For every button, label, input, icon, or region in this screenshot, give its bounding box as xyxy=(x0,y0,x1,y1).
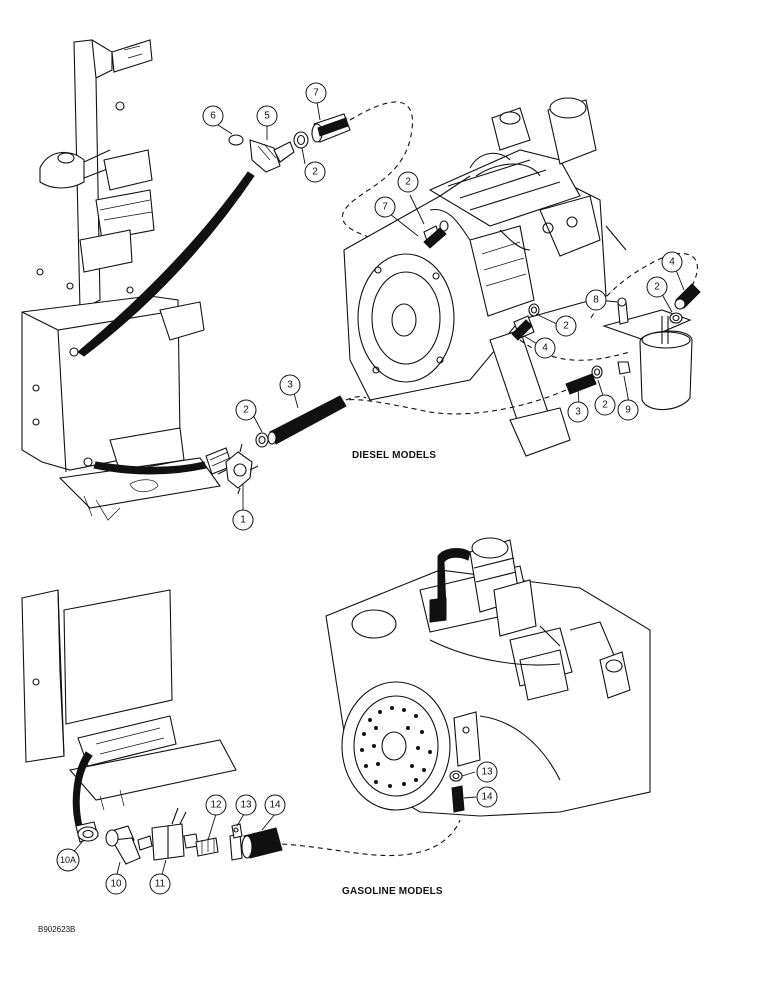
fuel-hose-14-engine xyxy=(451,785,465,813)
hose-clamp-2-filter xyxy=(669,312,683,324)
svg-text:8: 8 xyxy=(593,295,599,306)
svg-text:2: 2 xyxy=(312,167,318,178)
callout-7-upper: 7 xyxy=(305,82,327,104)
callout-8: 8 xyxy=(585,289,607,311)
fuel-hose-3-lower xyxy=(267,395,347,445)
fuel-hose-7-engine xyxy=(423,227,447,249)
diesel-engine-drawing xyxy=(343,97,627,457)
callout-14-lower: 14 xyxy=(264,794,286,816)
svg-text:13: 13 xyxy=(481,767,493,778)
fuel-return-line-upper xyxy=(77,171,255,357)
callout-13-engine: 13 xyxy=(476,761,498,783)
svg-text:4: 4 xyxy=(542,343,548,354)
svg-text:7: 7 xyxy=(382,202,388,213)
svg-text:9: 9 xyxy=(625,405,631,416)
svg-text:10: 10 xyxy=(110,879,122,890)
callout-5: 5 xyxy=(256,105,278,127)
callout-13-lower: 13 xyxy=(235,794,257,816)
fuel-hose-4-right xyxy=(674,283,701,310)
hose-clamp-2-upper xyxy=(293,131,309,149)
svg-text:11: 11 xyxy=(155,879,166,890)
callout-10a: 10A xyxy=(56,848,80,872)
svg-text:2: 2 xyxy=(654,282,660,293)
callout-3-right: 3 xyxy=(567,401,589,423)
fuel-hose-14-lower xyxy=(241,827,283,859)
callout-11: 11 xyxy=(149,873,171,895)
callout-2-lower-clamp: 2 xyxy=(235,399,257,421)
svg-text:12: 12 xyxy=(210,800,222,811)
fuel-filter-assembly xyxy=(602,297,693,411)
svg-text:14: 14 xyxy=(269,800,281,811)
svg-text:10A: 10A xyxy=(60,855,76,865)
callout-2-right: 2 xyxy=(594,394,616,416)
callout-4-right: 4 xyxy=(661,251,683,273)
callout-7-engine: 7 xyxy=(374,196,396,218)
flywheel-screen-holes xyxy=(360,706,432,788)
callout-12: 12 xyxy=(205,794,227,816)
hose-clamp-13-lower xyxy=(229,823,243,861)
gasoline-models-label: GASOLINE MODELS xyxy=(342,886,443,897)
callout-2-filter: 2 xyxy=(646,276,668,298)
hose-routing-upper xyxy=(341,101,414,247)
svg-text:2: 2 xyxy=(563,321,569,332)
svg-text:5: 5 xyxy=(264,111,270,122)
callout-1: 1 xyxy=(232,509,254,531)
figure-code: B902623B xyxy=(38,925,75,934)
svg-text:2: 2 xyxy=(602,400,608,411)
fuel-hose-7-upper xyxy=(311,113,351,143)
hose-clamp-2-lower xyxy=(255,432,269,448)
diesel-models-label: DIESEL MODELS xyxy=(352,450,436,461)
svg-text:2: 2 xyxy=(405,177,411,188)
fuel-hose-4-left xyxy=(511,319,533,341)
fitting-10a xyxy=(75,821,99,843)
diesel-frame-tank-drawing xyxy=(21,39,221,521)
svg-text:13: 13 xyxy=(240,800,252,811)
callout-3-lower-hose: 3 xyxy=(279,374,301,396)
svg-text:3: 3 xyxy=(287,380,293,391)
callout-2-upper-clamp: 2 xyxy=(304,161,326,183)
shutoff-valve-1 xyxy=(205,443,259,495)
callout-2-engine: 2 xyxy=(397,171,419,193)
fuel-hose-3-right xyxy=(565,365,603,395)
svg-text:1: 1 xyxy=(240,515,246,526)
callout-9: 9 xyxy=(617,399,639,421)
svg-text:4: 4 xyxy=(669,257,675,268)
callout-4-left: 4 xyxy=(534,337,556,359)
callout-6: 6 xyxy=(202,105,224,127)
svg-text:6: 6 xyxy=(210,111,216,122)
callout-14-engine: 14 xyxy=(476,786,498,808)
elbow-fitting-5 xyxy=(228,134,295,173)
svg-text:14: 14 xyxy=(481,792,493,803)
valve-11 xyxy=(137,807,199,861)
fuel-supply-line-lower xyxy=(93,461,207,475)
callout-10: 10 xyxy=(105,873,127,895)
elbow-fitting-10 xyxy=(105,825,141,865)
hose-clamp-13-engine xyxy=(449,770,463,782)
svg-text:7: 7 xyxy=(313,88,319,99)
callout-2-block: 2 xyxy=(555,315,577,337)
hose-barb-12 xyxy=(195,837,219,857)
gasoline-frame-drawing xyxy=(21,589,237,811)
svg-text:2: 2 xyxy=(243,405,249,416)
gasoline-engine-drawing xyxy=(325,537,651,817)
svg-text:3: 3 xyxy=(575,407,581,418)
